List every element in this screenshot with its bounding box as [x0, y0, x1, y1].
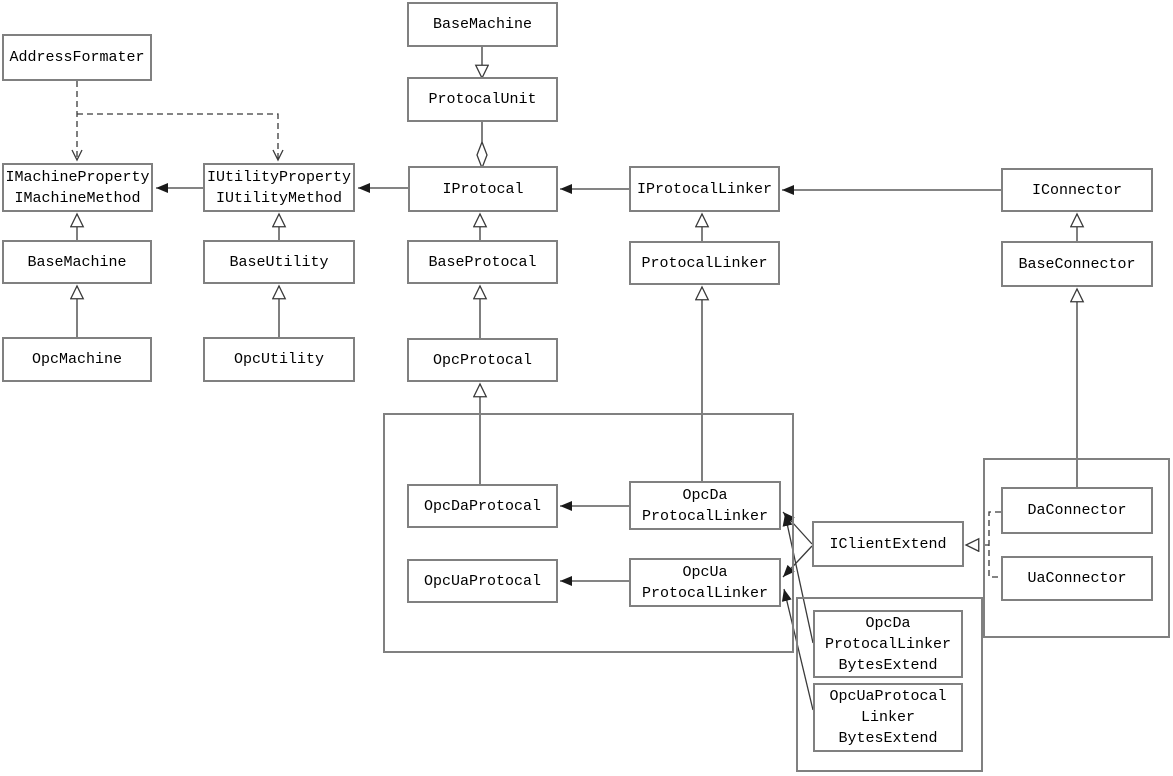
class-label: BaseMachine	[27, 253, 127, 271]
class-label: ProtocalLinker	[824, 635, 952, 653]
class-box-opcuaprotocal: OpcUaProtocal	[407, 559, 558, 603]
class-label: IConnector	[1031, 181, 1122, 199]
class-label: IUtilityProperty	[206, 168, 352, 186]
class-label: OpcDaProtocal	[423, 497, 542, 515]
class-label: IMachineProperty	[5, 168, 150, 186]
class-label: ProtocalLinker	[641, 507, 769, 525]
class-label: IProtocal	[442, 180, 524, 198]
class-box-opcdaprotocal: OpcDaProtocal	[407, 484, 558, 528]
class-box-baseprotocal: BaseProtocal	[407, 240, 558, 284]
class-box-uaconnector: UaConnector	[1001, 556, 1153, 601]
class-box-opcda-protocallinker: OpcDa ProtocalLinker	[629, 481, 781, 530]
class-label: OpcDa	[865, 614, 911, 632]
class-label: OpcDa	[682, 486, 728, 504]
class-label: IClientExtend	[829, 535, 947, 553]
edge-iclientextend-opcualinker	[782, 545, 813, 578]
edge-opcualinkerbytes-opcualinker	[781, 588, 814, 711]
class-label: OpcMachine	[31, 351, 122, 368]
edge-opcdalinkerbytes-opcdalinker	[782, 513, 814, 644]
class-label: IUtilityMethod	[215, 189, 343, 207]
group-opc-protocal-package	[383, 413, 794, 653]
class-label: BytesExtend	[838, 730, 938, 747]
class-label: ProtocalLinker	[641, 584, 769, 602]
class-box-iconnector: IConnector	[1001, 168, 1153, 212]
class-label: OpcUa	[682, 563, 728, 581]
class-box-addressformater: AddressFormater	[2, 34, 152, 81]
group-bytes-extend-package	[796, 597, 983, 772]
class-box-iprotocallinker: IProtocalLinker	[629, 166, 780, 212]
class-label: Linker	[860, 709, 915, 726]
class-label: BaseMachine	[432, 16, 533, 33]
class-box-opcutility: OpcUtility	[203, 337, 355, 382]
class-box-opcua-protocallinker: OpcUa ProtocalLinker	[629, 558, 781, 607]
class-box-protocallinker: ProtocalLinker	[629, 241, 780, 285]
class-box-basemachine-top: BaseMachine	[407, 2, 558, 47]
class-box-iprotocal: IProtocal	[408, 166, 558, 212]
class-label: OpcUaProtocal	[423, 572, 542, 590]
class-label: IProtocalLinker	[636, 180, 773, 198]
class-box-iclientextend: IClientExtend	[812, 521, 964, 567]
class-label: DaConnector	[1027, 502, 1127, 519]
class-box-opcua-protocallinker-bytesextend: OpcUaProtocal Linker BytesExtend	[813, 683, 963, 752]
group-connector-package	[983, 458, 1170, 638]
class-label: AddressFormater	[9, 49, 145, 66]
class-box-imachine: IMachineProperty IMachineMethod	[2, 163, 153, 212]
class-label: BaseUtility	[229, 253, 329, 271]
class-label: ProtocalLinker	[641, 254, 768, 272]
class-box-baseconnector: BaseConnector	[1001, 241, 1153, 287]
class-label: ProtocalUnit	[428, 91, 537, 108]
class-box-opcda-protocallinker-bytesextend: OpcDa ProtocalLinker BytesExtend	[813, 610, 963, 678]
class-box-baseutility: BaseUtility	[203, 240, 355, 284]
edge-connectors-iclientextend-realization	[966, 511, 1001, 578]
edge-protocalunit-iprotocal-aggregation	[476, 122, 488, 170]
class-label: BaseConnector	[1018, 255, 1136, 273]
edge-addressformater-iutility	[77, 113, 284, 162]
class-label: OpcProtocal	[432, 351, 533, 369]
class-box-daconnector: DaConnector	[1001, 487, 1153, 534]
class-label: BytesExtend	[838, 656, 938, 674]
class-label: BaseProtocal	[428, 253, 537, 271]
class-box-protocalunit: ProtocalUnit	[407, 77, 558, 122]
class-label: IMachineMethod	[14, 189, 141, 207]
class-label: OpcUtility	[233, 351, 324, 368]
class-box-opcprotocal: OpcProtocal	[407, 338, 558, 382]
class-label: UaConnector	[1027, 570, 1127, 587]
class-box-opcmachine: OpcMachine	[2, 337, 152, 382]
class-box-iutility: IUtilityProperty IUtilityMethod	[203, 163, 355, 212]
class-box-basemachine-left: BaseMachine	[2, 240, 152, 284]
class-label: OpcUaProtocal	[829, 688, 947, 705]
